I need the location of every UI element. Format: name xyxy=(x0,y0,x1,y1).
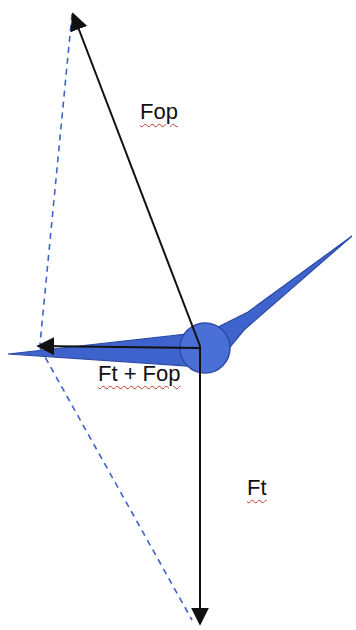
force-label: Ft xyxy=(247,476,267,500)
dashed-guide xyxy=(40,348,192,620)
force-arrow xyxy=(199,346,201,624)
force-arrow xyxy=(73,14,200,346)
force-label: Ft + Fop xyxy=(98,362,181,386)
dashed-guide xyxy=(40,14,72,344)
force-label: Fop xyxy=(140,100,178,124)
right-wing xyxy=(212,236,352,352)
force-arrow xyxy=(38,346,200,348)
